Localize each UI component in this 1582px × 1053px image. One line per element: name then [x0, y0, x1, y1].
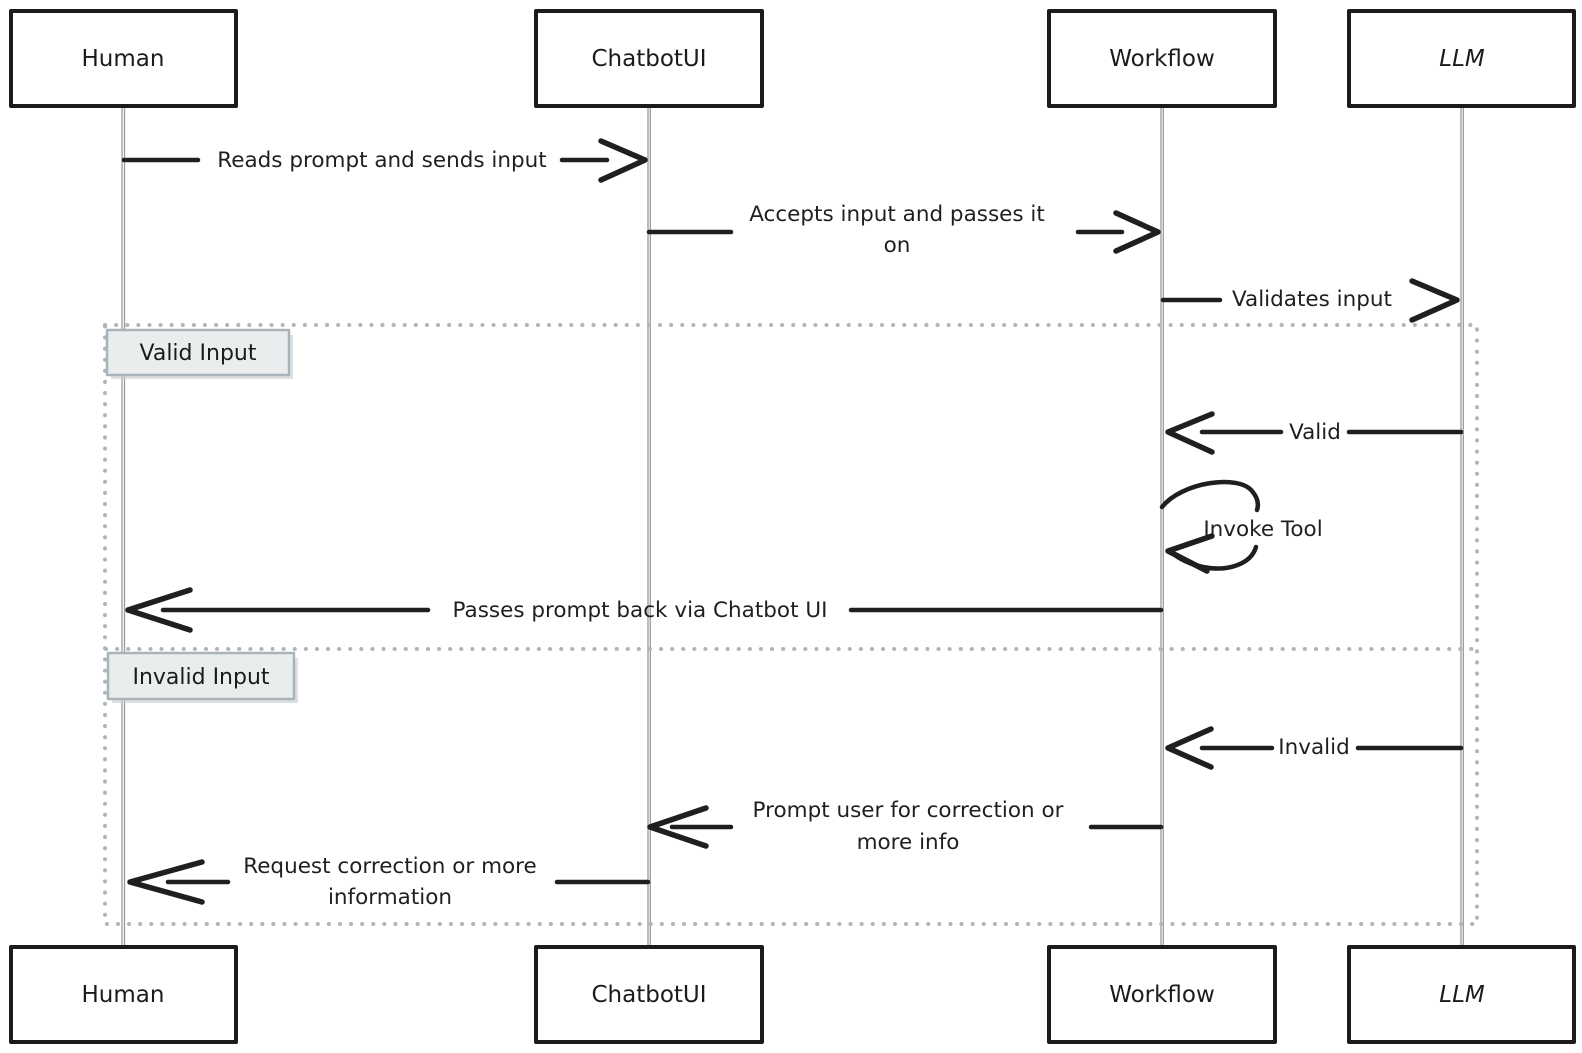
lifeline-human	[121, 106, 126, 947]
section-label-valid: Valid Input	[105, 328, 293, 379]
actor-box	[534, 9, 764, 108]
section-label-invalid: Invalid Input	[106, 651, 298, 703]
actor-name: Workflow	[1109, 982, 1215, 1008]
actor-box	[1347, 9, 1576, 108]
arrowhead-left-icon	[1165, 726, 1214, 770]
actor-box	[1047, 9, 1277, 108]
section-label-invalid-text: Invalid Input	[132, 665, 269, 690]
arrowhead-right-icon	[598, 138, 648, 183]
arrowhead-left-icon	[647, 805, 709, 849]
message-text-line2: on	[884, 233, 911, 258]
message-accepts-input: Accepts input and passes it on	[646, 202, 1161, 258]
actor-bottom-llm: LLM	[1347, 945, 1576, 1044]
actor-top-chatbotui: ChatbotUI	[534, 9, 764, 108]
section-label-valid-text: Valid Input	[140, 341, 257, 366]
message-invoke-tool-self-loop: Invoke Tool	[1159, 479, 1323, 574]
actor-top-human: Human	[9, 9, 238, 108]
message-text: Passes prompt back via Chatbot UI	[453, 598, 828, 623]
arrowhead-left-icon	[125, 587, 193, 633]
arrowhead-right-icon	[1409, 278, 1460, 323]
actor-bottom-chatbotui: ChatbotUI	[534, 945, 764, 1044]
actor-name: Human	[82, 46, 165, 72]
actor-top-llm: LLM	[1347, 9, 1576, 108]
message-text-line2: information	[328, 885, 452, 910]
actor-name: Workflow	[1109, 46, 1215, 72]
actor-top-workflow: Workflow	[1047, 9, 1277, 108]
message-passes-prompt-back: Passes prompt back via Chatbot UI	[125, 587, 1164, 633]
section-label-valid-box	[105, 328, 291, 377]
lifeline-chatbotui	[647, 106, 651, 947]
actor-bottom-workflow: Workflow	[1047, 945, 1277, 1044]
message-prompt-user-correction: Prompt user for correction or more info	[647, 798, 1164, 855]
actor-box	[9, 945, 238, 1044]
message-text: Invalid	[1278, 735, 1349, 760]
arrowhead-left-icon	[127, 859, 205, 905]
message-valid: Valid	[1165, 411, 1464, 455]
arrowhead-left-icon	[1165, 411, 1215, 455]
message-request-correction: Request correction or more information	[127, 854, 651, 910]
message-validates-input: Validates input	[1160, 278, 1460, 323]
arrowhead-right-icon	[1113, 210, 1161, 254]
section-label-invalid-box	[106, 651, 296, 701]
actor-name: ChatbotUI	[591, 46, 706, 72]
actor-name: LLM	[1439, 46, 1485, 72]
actor-name: LLM	[1439, 982, 1485, 1008]
message-text: Validates input	[1232, 287, 1392, 312]
actor-box	[534, 945, 764, 1044]
actor-box	[9, 9, 238, 108]
lifeline-workflow	[1160, 106, 1164, 947]
lifeline-llm	[1460, 106, 1464, 947]
actor-bottom-human: Human	[9, 945, 238, 1044]
message-text: Valid	[1289, 420, 1341, 445]
actor-box	[1047, 945, 1277, 1044]
message-invalid: Invalid	[1165, 726, 1464, 770]
message-text: Reads prompt and sends input	[217, 148, 546, 173]
actor-name: ChatbotUI	[591, 982, 706, 1008]
message-text: Invoke Tool	[1203, 517, 1322, 542]
alt-frame	[103, 323, 1479, 926]
self-loop-top-curve	[1159, 479, 1261, 513]
message-text-line1: Accepts input and passes it	[749, 202, 1045, 227]
actor-name: Human	[82, 982, 165, 1008]
message-text-line2: more info	[857, 830, 960, 855]
message-text-line1: Request correction or more	[243, 854, 537, 879]
arrowhead-left-icon	[1165, 533, 1215, 574]
message-text-line1: Prompt user for correction or	[753, 798, 1064, 823]
actor-box	[1347, 945, 1576, 1044]
message-reads-prompt: Reads prompt and sends input	[121, 138, 648, 183]
